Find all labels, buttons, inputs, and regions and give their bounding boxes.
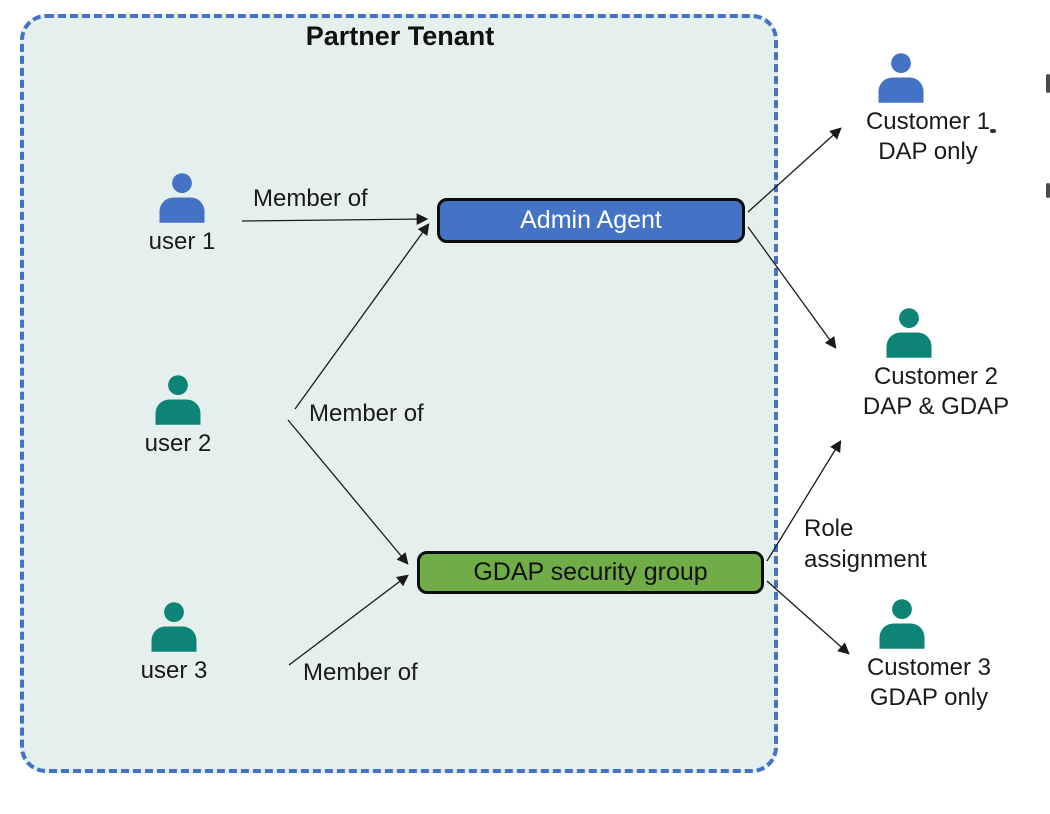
user-3-label: user 3	[140, 657, 208, 684]
member-of-label-user3: Member of	[303, 659, 418, 686]
customer-1-sublabel: DAP only	[878, 138, 978, 165]
customer-1: Customer 1 DAP only	[848, 50, 1008, 166]
user-2-label: user 2	[144, 430, 212, 457]
user-1: user 1	[134, 170, 230, 256]
partner-tenant-title: Partner Tenant	[305, 21, 495, 51]
gdap-security-group-box: GDAP security group	[417, 551, 764, 594]
edge-gdap-to-customer3	[766, 580, 850, 655]
customer-3-label: Customer 3	[866, 654, 992, 681]
customer-3-sublabel: GDAP only	[869, 684, 989, 711]
clipped-edge-mark	[990, 129, 996, 133]
customer-3: Customer 3 GDAP only	[849, 596, 1009, 712]
person-icon	[879, 599, 925, 649]
customer-1-label: Customer 1	[865, 108, 991, 135]
gdap-security-group-label: GDAP security group	[473, 558, 708, 586]
person-icon	[151, 602, 197, 652]
customer-2: Customer 2 DAP & GDAP	[856, 305, 1016, 421]
clipped-edge-mark	[1046, 183, 1050, 198]
user-1-label: user 1	[148, 228, 216, 255]
clipped-edge-mark	[1046, 74, 1050, 93]
admin-agent-box: Admin Agent	[437, 198, 745, 243]
person-icon	[886, 308, 932, 358]
admin-agent-label: Admin Agent	[520, 206, 662, 234]
user-3: user 3	[126, 599, 222, 685]
person-icon	[155, 375, 201, 425]
member-of-label-user2: Member of	[309, 400, 424, 427]
member-of-label-user1: Member of	[253, 185, 368, 212]
role-assignment-label: Role assignment	[804, 515, 927, 573]
person-icon	[159, 173, 205, 223]
person-icon	[878, 53, 924, 103]
customer-2-label: Customer 2	[873, 363, 999, 390]
customer-2-sublabel: DAP & GDAP	[862, 393, 1010, 420]
user-2: user 2	[130, 372, 226, 458]
